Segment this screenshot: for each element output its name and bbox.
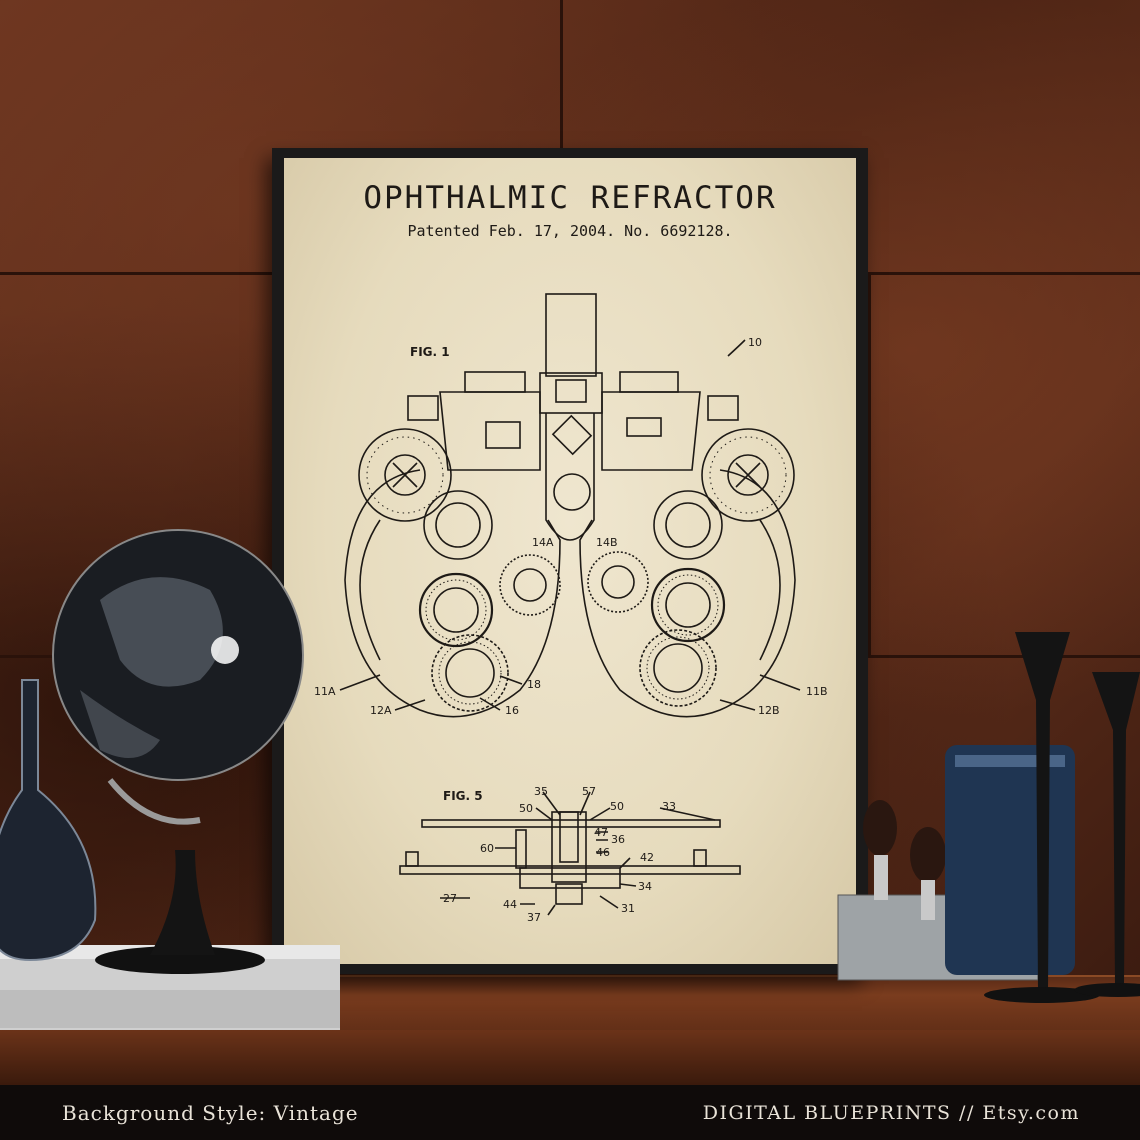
right-cylinder-dial: [701, 428, 795, 522]
plate-27: [399, 865, 741, 875]
ref-42: 42: [640, 851, 654, 864]
left-cylinder-dial: [358, 428, 452, 522]
ref-16: 16: [505, 704, 519, 717]
left-knob: [407, 395, 439, 421]
left-lens-housing: [344, 469, 561, 718]
ref-10: 10: [748, 336, 762, 349]
ref-27: 27: [443, 892, 457, 905]
wall-seam: [868, 275, 871, 655]
ref-11a: 11A: [314, 685, 336, 698]
wall-seam: [560, 0, 563, 275]
ref-11b: 11B: [806, 685, 828, 698]
blue-jar: [945, 745, 1075, 975]
ref-14b: 14B: [596, 536, 618, 549]
ref-50-right: 50: [610, 800, 624, 813]
fig5-label: FIG. 5: [443, 789, 483, 803]
plate-33: [421, 819, 721, 828]
caption-bar: Background Style: Vintage DIGITAL BLUEPR…: [0, 1085, 1140, 1140]
ref-18: 18: [527, 678, 541, 691]
ref-57: 57: [582, 785, 596, 798]
background-style-caption: Background Style: Vintage: [62, 1101, 359, 1125]
glass-flask: [0, 679, 97, 962]
ref-36: 36: [611, 833, 625, 846]
ref-44: 44: [503, 898, 517, 911]
ref-34: 34: [638, 880, 652, 893]
ref-50-left: 50: [519, 802, 533, 815]
ref-60: 60: [480, 842, 494, 855]
poster-title: OPHTHALMIC REFRACTOR: [363, 180, 777, 216]
ref-47: 47: [594, 826, 608, 839]
ref-12a: 12A: [370, 704, 392, 717]
shelf-edge: [0, 1030, 1140, 1085]
desk-globe: [0, 529, 340, 1030]
right-lens-housing: [579, 469, 796, 718]
right-lens-aperture: [650, 567, 726, 643]
ref-12b: 12B: [758, 704, 780, 717]
left-lens-aperture: [418, 572, 494, 648]
poster-paper: [284, 158, 856, 964]
right-knob: [707, 395, 739, 421]
refractor-top-housing: [545, 293, 597, 377]
shop-caption: DIGITAL BLUEPRINTS // Etsy.com: [702, 1102, 1080, 1124]
ref-37: 37: [527, 911, 541, 924]
poster-subtitle: Patented Feb. 17, 2004. No. 6692128.: [407, 222, 733, 240]
ref-14a: 14A: [532, 536, 554, 549]
ref-46: 46: [596, 846, 610, 859]
candle-holders: [984, 632, 1140, 1003]
ref-33: 33: [662, 800, 676, 813]
center-dial: [553, 473, 591, 511]
ref-35: 35: [534, 785, 548, 798]
fig1-label: FIG. 1: [410, 345, 450, 359]
ref-31: 31: [621, 902, 635, 915]
